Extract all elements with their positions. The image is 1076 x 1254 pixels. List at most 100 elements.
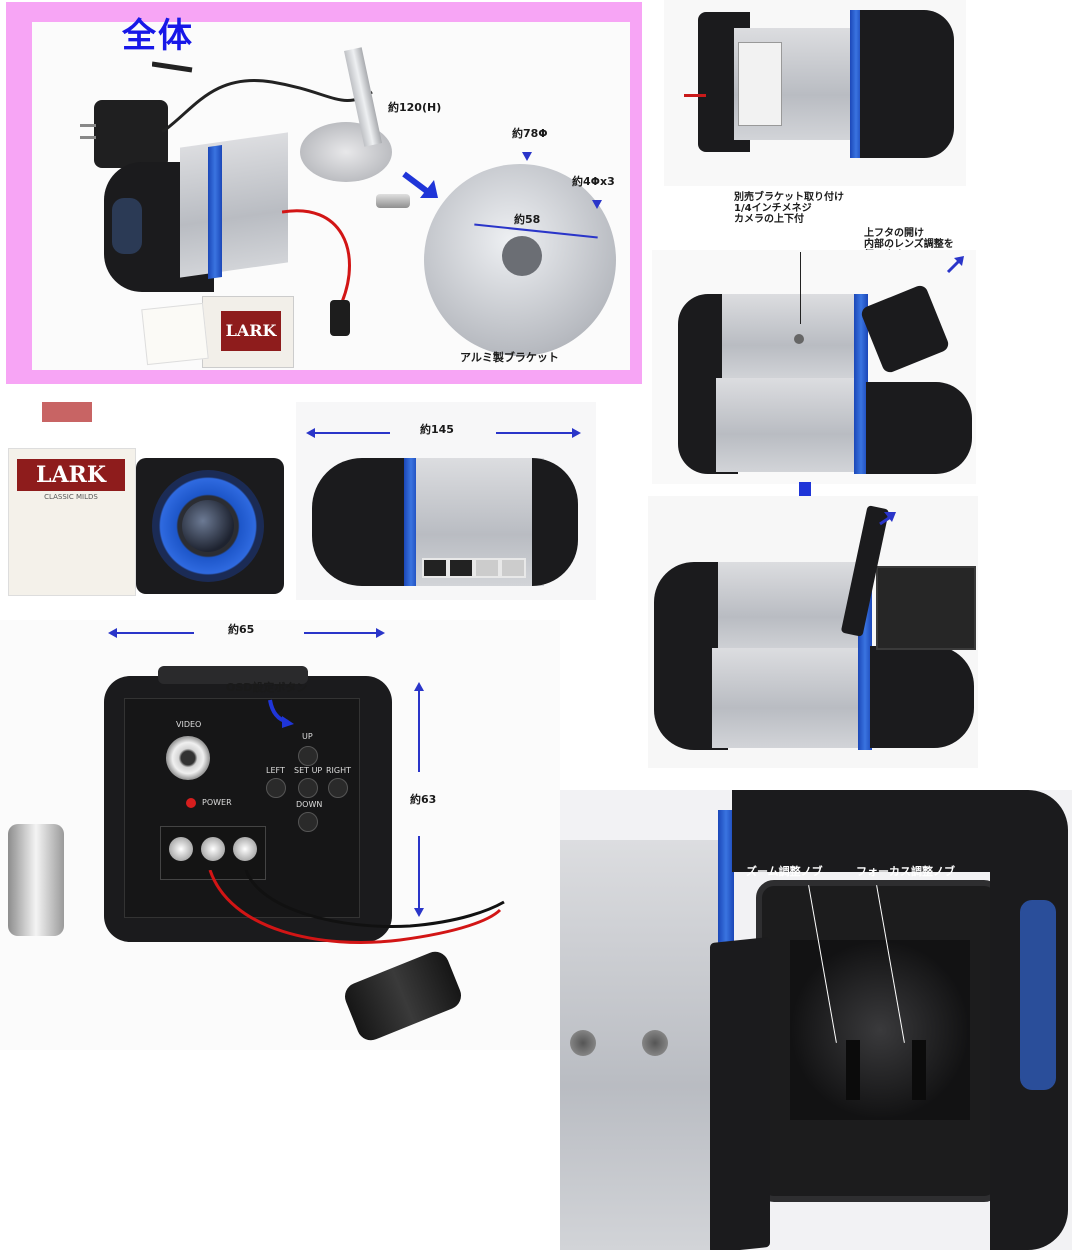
power-adapter bbox=[94, 100, 168, 168]
down-label: DOWN bbox=[296, 800, 323, 809]
rear-height-arrow-bottom bbox=[414, 908, 424, 917]
side-length-photo bbox=[296, 402, 596, 600]
adapter-prong bbox=[80, 124, 96, 127]
hole-size-label: 約4Φx3 bbox=[572, 175, 615, 188]
overview-title: 全体 bbox=[122, 16, 194, 56]
size-comparison-photo: LARK CLASSIC MILDS bbox=[6, 402, 290, 598]
lark-subtitle: CLASSIC MILDS bbox=[44, 493, 98, 501]
rear-height-line-top bbox=[418, 686, 420, 772]
instruction-card bbox=[141, 302, 209, 366]
down-button[interactable] bbox=[298, 812, 318, 832]
camera-silver-body bbox=[180, 132, 288, 278]
osd-pointer-arrow bbox=[268, 699, 294, 728]
camera-top-cover bbox=[732, 790, 1068, 872]
length-arrow-left bbox=[306, 428, 315, 438]
camera-front-view bbox=[136, 458, 284, 594]
diameter-arrow bbox=[522, 152, 532, 161]
rear-height-label: 約63 bbox=[410, 793, 437, 806]
open-lid bbox=[859, 283, 951, 375]
lid-open-photo bbox=[652, 250, 976, 484]
silver-screw-hole bbox=[642, 1030, 668, 1056]
lark-logo: LARK bbox=[17, 459, 125, 491]
left-label: LEFT bbox=[266, 766, 285, 775]
bracket-diameter-label: 約78Φ bbox=[512, 127, 548, 140]
terminal-screw bbox=[201, 837, 225, 861]
rear-faceplate bbox=[124, 698, 360, 918]
camera-top-silver bbox=[718, 562, 858, 654]
mount-pointer-line bbox=[800, 252, 801, 324]
feature-icon bbox=[450, 560, 472, 576]
red-wire bbox=[282, 209, 351, 336]
camera-blue-band bbox=[854, 294, 868, 474]
focus-knob-label: フォーカス調整ノブ bbox=[856, 865, 955, 878]
lens-compartment bbox=[876, 566, 976, 650]
lens-adjust-closeup bbox=[560, 790, 1072, 1250]
bracket-material-label: アルミ製ブラケット bbox=[460, 351, 559, 364]
up-button[interactable] bbox=[298, 746, 318, 766]
camera-front-block bbox=[866, 382, 972, 474]
lid-rotate-arrow bbox=[879, 512, 896, 526]
power-cable bbox=[152, 61, 373, 134]
rear-width-arrow-right bbox=[376, 628, 385, 638]
overview-panel: LARK 全体 約120(H) 約78Φ 約4Φx3 約58 アルミ製ブラケット bbox=[6, 2, 642, 384]
camera-front-end bbox=[532, 458, 578, 586]
left-button[interactable] bbox=[266, 778, 286, 798]
feature-icon bbox=[502, 560, 524, 576]
blue-pointer-arrow bbox=[402, 171, 438, 198]
lens-glass bbox=[182, 500, 234, 552]
rear-width-label: 約65 bbox=[228, 623, 255, 636]
camera-blue-ring bbox=[208, 145, 222, 279]
overview-photo-area: LARK bbox=[32, 22, 630, 370]
rear-width-arrow-left bbox=[108, 628, 117, 638]
focus-knob[interactable] bbox=[912, 1040, 926, 1100]
side-view-photo bbox=[664, 0, 966, 186]
warning-plate bbox=[738, 42, 782, 126]
feature-icons bbox=[422, 558, 526, 578]
rear-width-line-left bbox=[114, 632, 194, 634]
camera-rear-end bbox=[312, 458, 404, 586]
feature-icon bbox=[476, 560, 498, 576]
zoom-knob[interactable] bbox=[846, 1040, 860, 1100]
power-led bbox=[186, 798, 196, 808]
camera-side-blue bbox=[850, 10, 862, 158]
camera-top-strip bbox=[158, 666, 308, 684]
right-label: RIGHT bbox=[326, 766, 352, 775]
setup-label: SET UP bbox=[294, 766, 323, 775]
video-label: VIDEO bbox=[176, 720, 202, 729]
setup-button[interactable] bbox=[298, 778, 318, 798]
silver-screw-hole bbox=[570, 1030, 596, 1056]
camera-side-right bbox=[860, 10, 954, 158]
mount-screw-hole bbox=[794, 334, 804, 344]
front-lens-ring bbox=[1020, 900, 1056, 1090]
length-dimension-left bbox=[310, 432, 390, 434]
hole-arrow bbox=[592, 200, 602, 209]
rear-height-arrow-top bbox=[414, 682, 424, 691]
camera-lower-silver bbox=[712, 648, 858, 748]
power-label: POWER bbox=[202, 798, 232, 807]
zoom-knob-label: ズーム調整ノブ bbox=[746, 865, 823, 878]
up-label: UP bbox=[302, 732, 313, 741]
lid-open-arrow bbox=[946, 256, 964, 274]
lid-fully-open-photo bbox=[648, 496, 978, 768]
feature-icon bbox=[424, 560, 446, 576]
stand-height-label: 約120(H) bbox=[388, 101, 442, 114]
lark-box-top bbox=[42, 402, 92, 422]
bnc-connector bbox=[376, 194, 410, 208]
lens-barrel bbox=[790, 940, 970, 1120]
rear-panel-photo: VIDEO POWER UP LEFT SET UP RIGHT DOWN bbox=[0, 620, 560, 1050]
terminal-screw bbox=[233, 837, 257, 861]
red-wire-stub bbox=[684, 94, 706, 97]
camera-blue-band bbox=[404, 458, 418, 586]
camera-top-silver bbox=[722, 294, 854, 380]
camera-lower-silver bbox=[716, 378, 856, 472]
lark-pack-front: LARK CLASSIC MILDS bbox=[8, 448, 136, 596]
power-wires bbox=[208, 870, 505, 944]
adapter-prong bbox=[80, 136, 96, 139]
bracket-center-hole bbox=[502, 236, 542, 276]
video-bnc-connector[interactable] bbox=[166, 736, 210, 780]
right-button[interactable] bbox=[328, 778, 348, 798]
bracket-mount-note: 別売ブラケット取り付け 1/4インチメネジ カメラの上下付 bbox=[734, 192, 844, 225]
length-arrow-right bbox=[572, 428, 581, 438]
terminal-screw bbox=[169, 837, 193, 861]
length-label: 約145 bbox=[420, 423, 454, 436]
